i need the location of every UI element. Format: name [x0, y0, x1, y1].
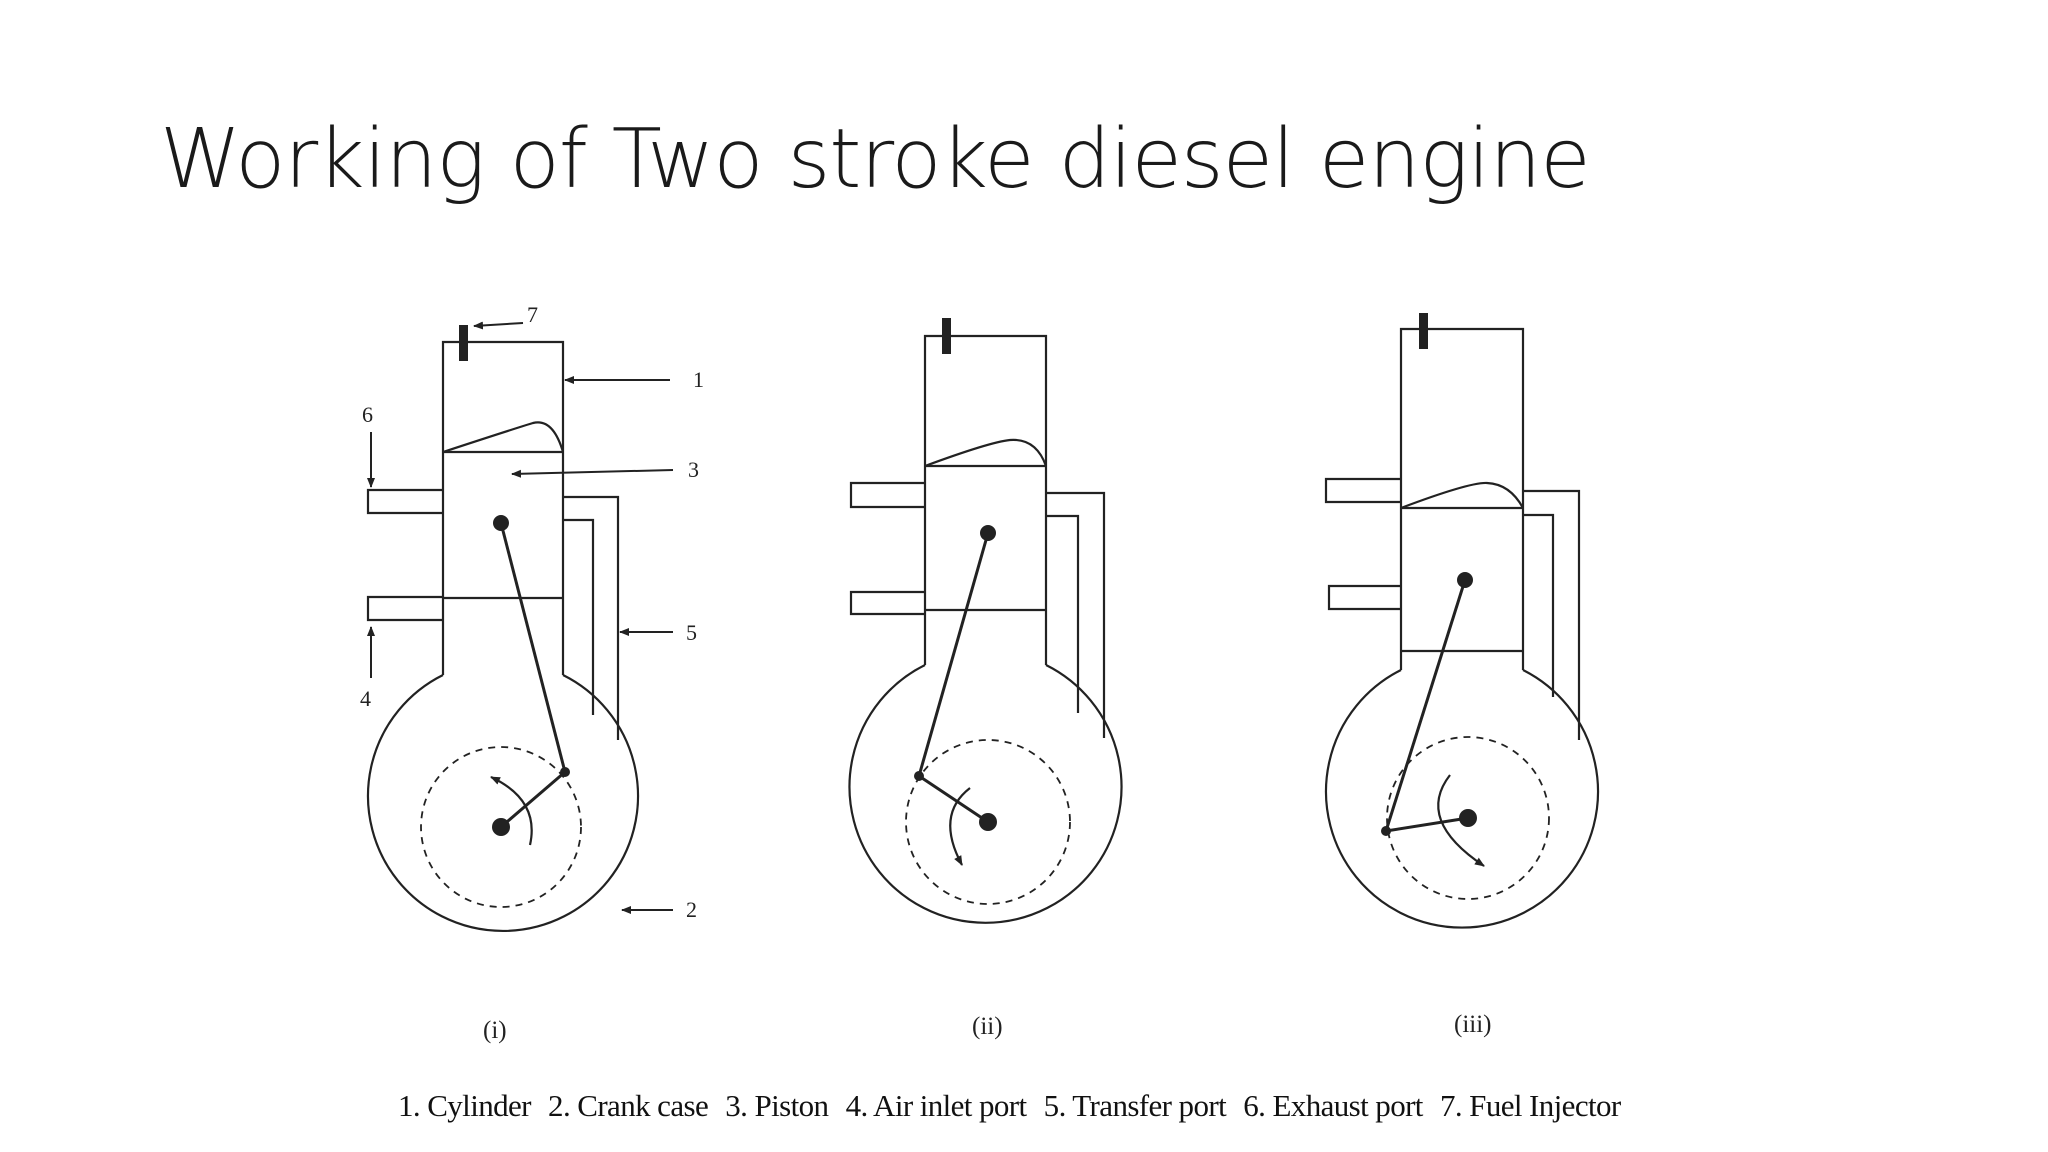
legend-item-cylinder: 1. Cylinder — [398, 1088, 531, 1123]
part-label-7: 7 — [527, 302, 538, 327]
engine-stage-2-joints — [914, 318, 997, 831]
legend-item-air-inlet-port: 4. Air inlet port — [845, 1088, 1028, 1123]
part-label-6: 6 — [362, 402, 373, 427]
engine-stage-3 — [1324, 327, 1600, 929]
part-label-1: 1 — [693, 367, 704, 392]
legend-item-transfer-port: 5. Transfer port — [1043, 1088, 1227, 1123]
caption-stage-1: (i) — [483, 1017, 507, 1044]
engine-stage-1 — [366, 340, 640, 932]
engine-stage-3-joints — [1381, 313, 1477, 836]
legend-item-fuel-injector: 7. Fuel Injector — [1439, 1088, 1621, 1123]
slide-title: Working of Two stroke diesel engine — [160, 112, 1591, 207]
engine-stage-2 — [848, 334, 1123, 924]
legend-item-crank-case: 2. Crank case — [548, 1088, 709, 1123]
legend-item-piston: 3. Piston — [725, 1088, 829, 1123]
caption-stage-3: (iii) — [1454, 1011, 1492, 1038]
caption-stage-2: (ii) — [972, 1013, 1003, 1040]
part-label-2: 2 — [686, 897, 697, 922]
part-label-4: 4 — [360, 686, 371, 711]
parts-legend: 1. Cylinder 2. Crank case 3. Piston 4. A… — [398, 1088, 1631, 1124]
engine-stage-1-joints — [459, 325, 570, 836]
legend-item-exhaust-port: 6. Exhaust port — [1243, 1088, 1423, 1123]
part-label-3: 3 — [688, 457, 699, 482]
part-label-5: 5 — [686, 620, 697, 645]
